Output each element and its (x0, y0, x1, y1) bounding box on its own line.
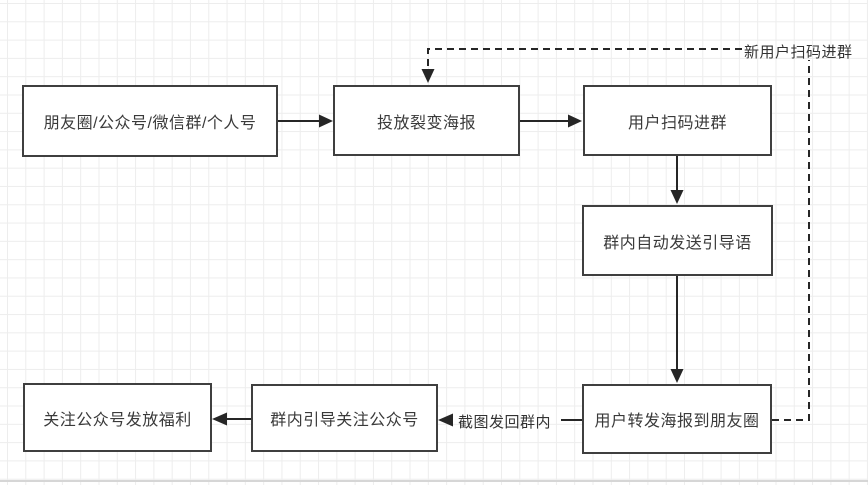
flow-node-welfare-label: 关注公众号发放福利 (43, 411, 192, 429)
edge-label-new-user-scan[interactable]: 新用户扫码进群 (744, 44, 853, 61)
edge-forward-to-deploy-arrowhead[interactable] (421, 69, 435, 83)
flow-node-scan-join[interactable]: 用户扫码进群 (583, 85, 772, 156)
flow-node-channels-label: 朋友圈/公众号/微信群/个人号 (43, 115, 257, 132)
edge-forward-to-deploy-dashed-right[interactable] (772, 60, 810, 421)
flow-node-deploy-poster-label: 投放裂变海报 (376, 114, 476, 132)
flow-node-forward-poster-label: 用户转发海报到朋友圈 (594, 413, 760, 430)
flow-node-channels[interactable]: 朋友圈/公众号/微信群/个人号 (22, 85, 278, 157)
edge-guide-to-welfare-arrowhead[interactable] (212, 412, 227, 426)
flow-node-deploy-poster[interactable]: 投放裂变海报 (333, 85, 520, 156)
flow-node-welfare[interactable]: 关注公众号发放福利 (23, 383, 212, 452)
edge-forward-to-guide-arrowhead[interactable] (438, 413, 453, 427)
edge-forward-to-deploy-dashed-top[interactable] (427, 48, 742, 69)
flow-node-forward-poster[interactable]: 用户转发海报到朋友圈 (582, 384, 772, 454)
flow-node-auto-message-label: 群内自动发送引导语 (603, 234, 752, 252)
edge-label-screenshot-back[interactable]: 截图发回群内 (458, 414, 552, 431)
flow-node-guide-follow-label: 群内引导关注公众号 (270, 412, 419, 429)
flow-node-guide-follow[interactable]: 群内引导关注公众号 (251, 384, 438, 452)
edge-channels-to-deploy-arrowhead[interactable] (319, 114, 333, 128)
flow-node-auto-message[interactable]: 群内自动发送引导语 (582, 205, 773, 276)
flow-node-scan-join-label: 用户扫码进群 (627, 114, 727, 132)
edge-scan-to-automsg-arrowhead[interactable] (670, 190, 684, 204)
edge-automsg-to-forward-arrowhead[interactable] (670, 369, 684, 383)
edge-deploy-to-scan-arrowhead[interactable] (568, 114, 582, 128)
